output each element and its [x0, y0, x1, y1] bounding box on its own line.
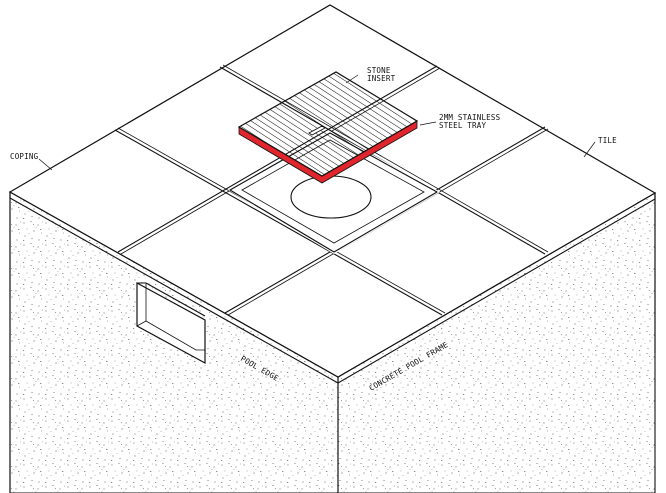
- tile-label: TILE: [598, 136, 617, 145]
- stone-insert-label-2: INSERT: [367, 74, 396, 83]
- tray-label-2: STEEL TRAY: [439, 121, 486, 130]
- stone-insert: [237, 71, 419, 177]
- stone-insert-label-1: STONE: [367, 66, 391, 75]
- lift-slot-icon: [308, 125, 326, 136]
- skimmer-opening: [136, 281, 206, 365]
- coping-label: COPING: [10, 152, 39, 161]
- drain-opening: [290, 175, 372, 219]
- tray-label-1: 2MM STAINLESS: [439, 113, 501, 122]
